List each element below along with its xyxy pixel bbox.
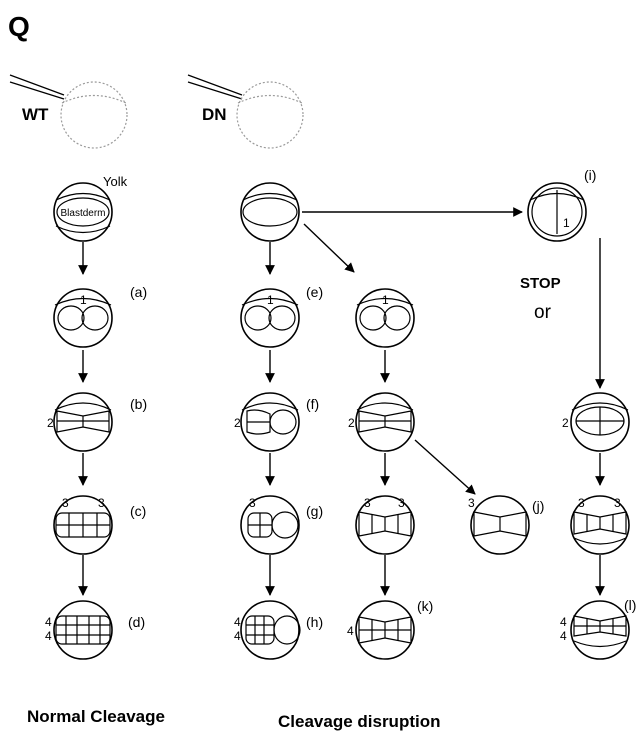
label-f: (f) (306, 396, 319, 412)
svg-text:1: 1 (267, 293, 274, 307)
svg-text:4: 4 (234, 615, 241, 629)
label-j: (j) (532, 498, 544, 514)
wt-injection: WT (10, 75, 127, 148)
label-k: (k) (417, 598, 433, 614)
dn-egg (237, 82, 303, 148)
dn-stage-i: 1 (i) (528, 167, 596, 241)
dn-label: DN (202, 105, 227, 124)
svg-text:3: 3 (398, 496, 405, 510)
svg-text:2: 2 (348, 416, 355, 430)
dn-stage-k: 4 (k) (347, 598, 433, 659)
dn-stage-l: 4 4 (l) (560, 597, 636, 659)
svg-text:1: 1 (80, 293, 87, 307)
dn-injection: DN (188, 75, 303, 148)
dn-branch-8cell-right: 3 3 (571, 496, 629, 554)
dn-stage-j: 3 (j) (468, 496, 544, 554)
svg-text:4: 4 (560, 615, 567, 629)
dn-stage-1cell (241, 183, 299, 241)
dn-branch-2cell: 1 (356, 289, 414, 347)
label-l: (l) (624, 597, 636, 613)
svg-text:2: 2 (562, 416, 569, 430)
svg-text:1: 1 (563, 216, 570, 230)
svg-text:3: 3 (578, 496, 585, 510)
svg-text:3: 3 (62, 496, 69, 510)
dn-branch-4cell: 2 (348, 393, 414, 451)
normal-stage-b: 2 (b) (47, 393, 147, 451)
svg-text:4: 4 (45, 615, 52, 629)
svg-text:4: 4 (347, 624, 354, 638)
svg-text:4: 4 (45, 629, 52, 643)
svg-text:3: 3 (98, 496, 105, 510)
svg-text:3: 3 (364, 496, 371, 510)
svg-text:3: 3 (249, 496, 256, 510)
normal-stage-a: 1 (a) (54, 284, 147, 347)
svg-text:2: 2 (234, 416, 241, 430)
label-b: (b) (130, 396, 147, 412)
yolk-label: Yolk (103, 174, 128, 189)
wt-label: WT (22, 105, 49, 124)
normal-stage-c: 3 3 (c) (54, 496, 146, 554)
label-a: (a) (130, 284, 147, 300)
wt-egg (61, 82, 127, 148)
svg-text:1: 1 (382, 293, 389, 307)
label-d: (d) (128, 614, 145, 630)
label-i: (i) (584, 167, 596, 183)
panel-letter: Q (8, 11, 30, 42)
normal-stage-1cell: Blastderm Yolk (54, 174, 128, 241)
svg-text:4: 4 (234, 629, 241, 643)
dn-stage-e: 1 (e) (241, 284, 323, 347)
svg-text:3: 3 (468, 496, 475, 510)
label-c: (c) (130, 503, 146, 519)
svg-text:3: 3 (614, 496, 621, 510)
label-e: (e) (306, 284, 323, 300)
dn-branch-4cell-right: 2 (562, 393, 629, 451)
dn-stage-f: 2 (f) (234, 393, 319, 451)
dn-stage-h: 4 4 (h) (234, 601, 323, 659)
label-h: (h) (306, 614, 323, 630)
normal-cleavage-caption: Normal Cleavage (27, 707, 165, 726)
svg-text:2: 2 (47, 416, 54, 430)
blastderm-label: Blastderm (60, 208, 105, 219)
dn-branch-8cell: 3 3 (356, 496, 414, 554)
or-label: or (534, 302, 552, 323)
cleavage-disruption-caption: Cleavage disruption (278, 712, 440, 731)
svg-text:4: 4 (560, 629, 567, 643)
stop-label: STOP (520, 275, 561, 292)
label-g: (g) (306, 503, 323, 519)
normal-stage-d: 4 4 (d) (45, 601, 145, 659)
dn-stage-g: 3 (g) (241, 496, 323, 554)
